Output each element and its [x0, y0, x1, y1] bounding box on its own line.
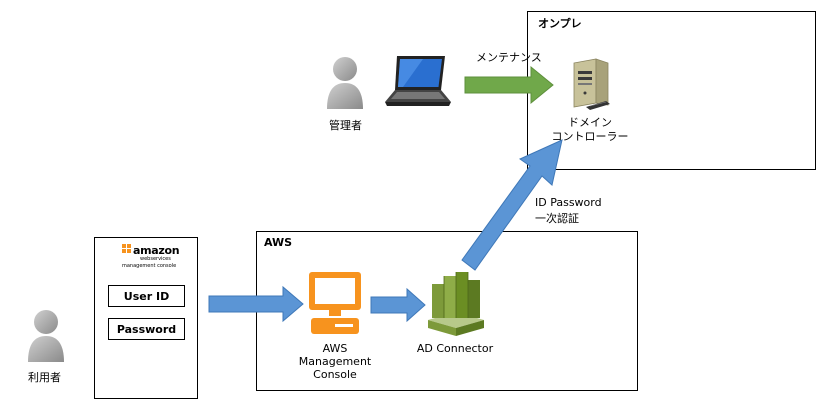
- connector-label: AD Connector: [416, 342, 494, 355]
- amazon-logo-icon: [122, 244, 131, 253]
- logo-sub-webservices: webservices: [140, 256, 171, 262]
- login-panel: [94, 237, 198, 399]
- console-label-line2: Management: [298, 355, 372, 368]
- management-console-icon: [309, 272, 361, 334]
- maintenance-arrow: [464, 65, 554, 105]
- onprem-title: オンプレ: [538, 17, 582, 30]
- console-label-line1: AWS: [322, 342, 348, 355]
- password-field[interactable]: Password: [108, 318, 185, 340]
- domain-controller-line2: コントローラー: [551, 130, 629, 143]
- logo-sub-console: management console: [122, 263, 177, 269]
- auth-label-line2: 一次認証: [535, 212, 579, 225]
- auth-label-line1: ID Password: [535, 196, 602, 209]
- logo-word: amazon: [133, 244, 180, 257]
- admin-label: 管理者: [329, 119, 362, 132]
- ad-connector-icon: [428, 272, 484, 336]
- admin-person-icon: [327, 57, 363, 109]
- maintenance-label: メンテナンス: [476, 51, 542, 64]
- user-person-icon: [28, 310, 64, 362]
- login-to-console-arrow: [208, 285, 304, 323]
- console-label-line3: Console: [313, 368, 357, 381]
- user-label: 利用者: [28, 371, 61, 384]
- console-to-connector-arrow: [370, 287, 426, 323]
- laptop-icon: [385, 56, 451, 106]
- aws-title: AWS: [264, 236, 293, 249]
- domain-controller-line1: ドメイン: [568, 116, 612, 129]
- user-id-field[interactable]: User ID: [108, 285, 185, 307]
- server-icon: [573, 58, 610, 110]
